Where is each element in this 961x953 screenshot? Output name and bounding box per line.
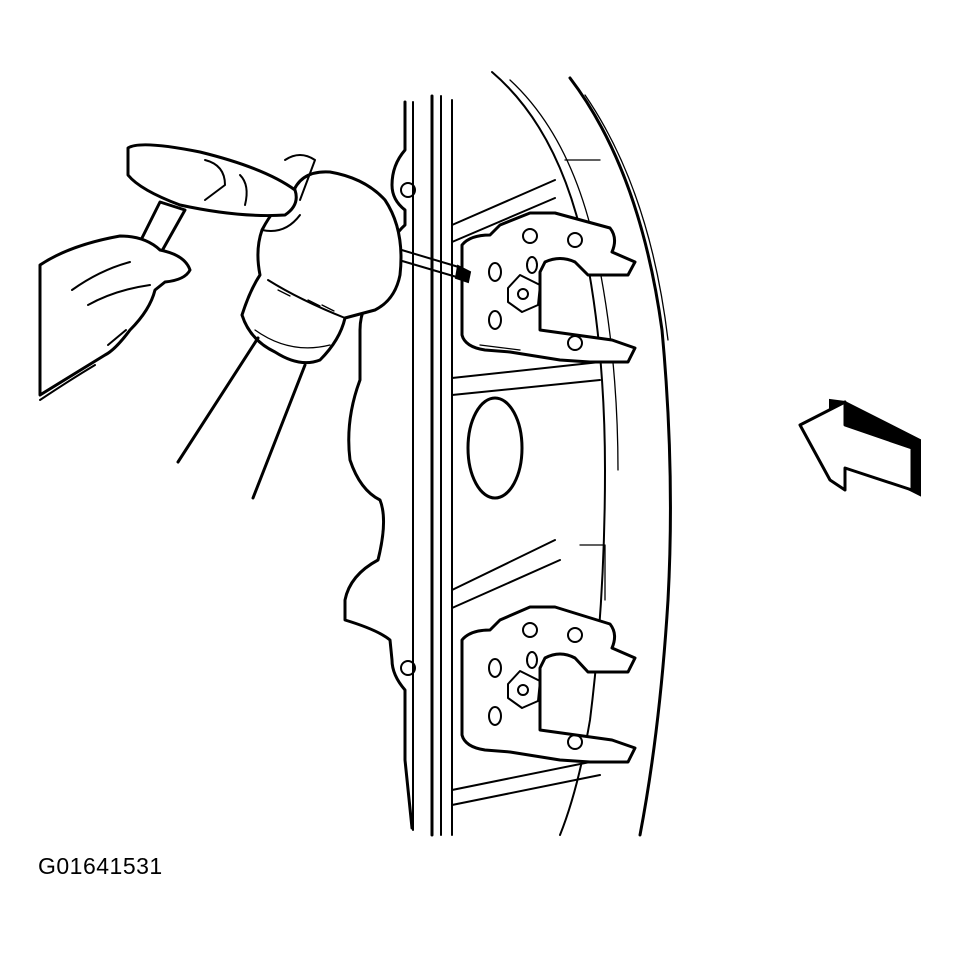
figure-code: G01641531 bbox=[38, 853, 163, 879]
gloved-hand-icon bbox=[176, 154, 403, 500]
upper-door-hinge bbox=[460, 211, 637, 364]
lower-door-hinge bbox=[460, 605, 637, 764]
door-pillar-panel bbox=[343, 71, 672, 837]
punch-tool-icon bbox=[391, 247, 472, 284]
left-hand-icon bbox=[38, 234, 192, 401]
direction-arrow-icon bbox=[798, 398, 921, 497]
